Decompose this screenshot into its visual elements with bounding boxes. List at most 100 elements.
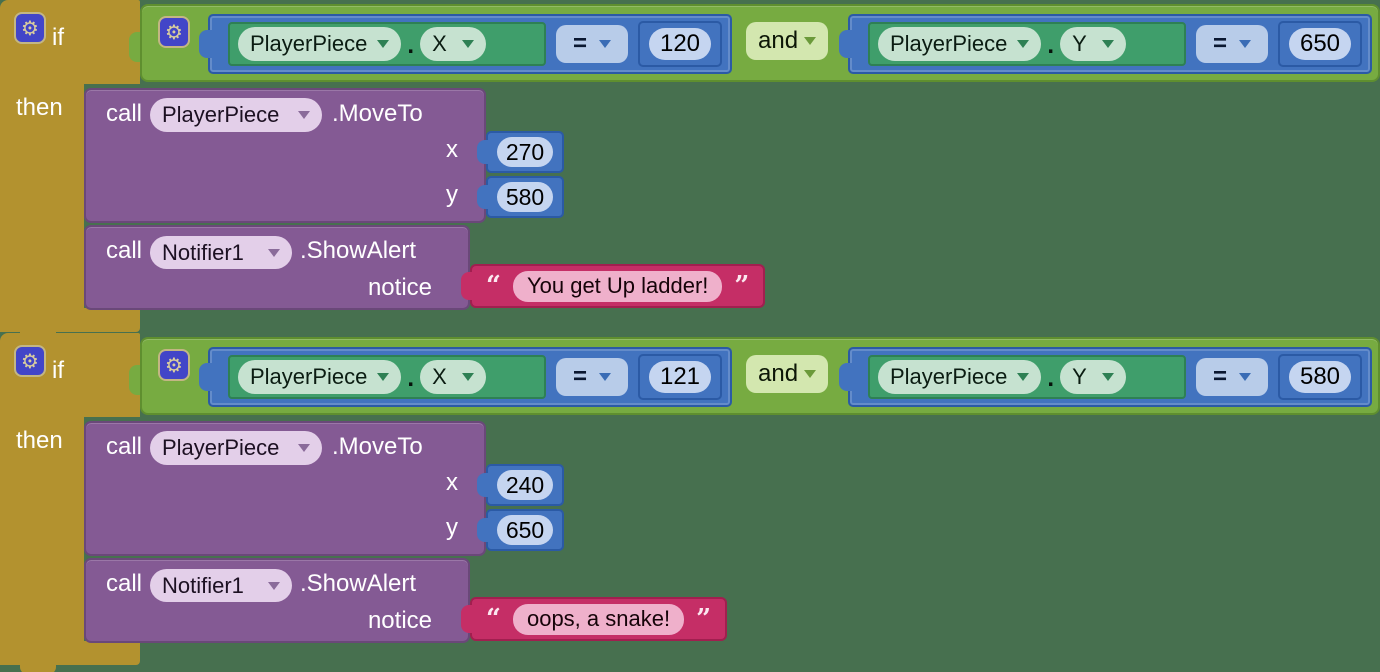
number-field[interactable]: 121	[649, 361, 711, 393]
property-name: X	[432, 31, 447, 56]
number-block[interactable]: 121	[638, 354, 722, 400]
component-property-getter[interactable]: PlayerPiece . Y	[868, 22, 1186, 66]
number-block[interactable]: 580	[477, 176, 564, 218]
property-separator: .	[1047, 365, 1055, 392]
number-block[interactable]: 650	[477, 509, 564, 551]
and-label: and	[758, 27, 799, 54]
operator-dropdown[interactable]: =	[1196, 25, 1268, 63]
number-field[interactable]: 580	[1289, 361, 1351, 393]
if-block-footer[interactable]	[84, 308, 140, 332]
moveto-call-block[interactable]: call PlayerPiece .MoveTo x y	[84, 421, 486, 556]
component-property-getter[interactable]: PlayerPiece . X	[228, 355, 546, 399]
property-separator: .	[407, 365, 415, 392]
connector-tab	[477, 185, 490, 209]
gear-icon[interactable]: ⚙	[158, 349, 190, 381]
number-field[interactable]: 120	[649, 28, 711, 60]
if-keyword: if	[52, 24, 64, 51]
property-dropdown[interactable]: X	[420, 360, 487, 394]
if-block-left-column[interactable]	[0, 415, 84, 665]
number-block[interactable]: 650	[1278, 21, 1362, 67]
chevron-down-icon	[1102, 373, 1115, 381]
gear-icon[interactable]: ⚙	[158, 16, 190, 48]
param-label-x: x	[446, 469, 458, 496]
component-dropdown[interactable]: PlayerPiece	[150, 431, 322, 465]
method-name: .MoveTo	[332, 100, 423, 127]
method-name: .ShowAlert	[300, 237, 417, 264]
equals-comparison-block[interactable]: PlayerPiece . Y = 580	[839, 347, 1372, 407]
component-dropdown[interactable]: PlayerPiece	[878, 360, 1042, 394]
gear-icon[interactable]: ⚙	[14, 345, 46, 377]
condition-plug	[129, 32, 143, 62]
component-name: PlayerPiece	[890, 31, 1008, 56]
equals-comparison-block[interactable]: PlayerPiece . Y = 650	[839, 14, 1372, 74]
close-quote: ”	[734, 271, 750, 301]
connector-tab	[477, 473, 490, 497]
component-dropdown[interactable]: PlayerPiece	[238, 27, 402, 61]
component-name: PlayerPiece	[162, 435, 280, 460]
gear-glyph: ⚙	[165, 353, 183, 377]
component-dropdown[interactable]: PlayerPiece	[150, 98, 322, 132]
moveto-call-block[interactable]: call PlayerPiece .MoveTo x y	[84, 88, 486, 223]
connector-tab	[199, 30, 212, 58]
if-block-footer[interactable]	[84, 641, 140, 665]
component-dropdown[interactable]: PlayerPiece	[878, 27, 1042, 61]
number-field[interactable]: 580	[497, 182, 553, 212]
param-label-x: x	[446, 136, 458, 163]
component-property-getter[interactable]: PlayerPiece . Y	[868, 355, 1186, 399]
gear-icon[interactable]: ⚙	[14, 12, 46, 44]
number-block[interactable]: 580	[1278, 354, 1362, 400]
if-block-group-2[interactable]: ⚙ if ⚙ PlayerPiece . X	[0, 333, 1380, 672]
operator-dropdown[interactable]: =	[556, 25, 628, 63]
chevron-down-icon	[377, 373, 390, 381]
operator-dropdown[interactable]: =	[556, 358, 628, 396]
and-logic-block[interactable]: ⚙ PlayerPiece . X =	[140, 4, 1380, 82]
and-logic-block[interactable]: ⚙ PlayerPiece . X =	[140, 337, 1380, 415]
number-field[interactable]: 650	[1289, 28, 1351, 60]
chevron-down-icon	[804, 370, 816, 378]
then-keyword: then	[16, 427, 63, 454]
property-dropdown[interactable]: Y	[1060, 27, 1127, 61]
number-block[interactable]: 240	[477, 464, 564, 506]
call-keyword: call	[106, 237, 143, 264]
equals-comparison-block[interactable]: PlayerPiece . X = 121	[199, 347, 732, 407]
number-block[interactable]: 120	[638, 21, 722, 67]
number-block[interactable]: 270	[477, 131, 564, 173]
showalert-call-block[interactable]: call Notifier1 .ShowAlert notice	[84, 225, 470, 310]
component-property-getter[interactable]: PlayerPiece . X	[228, 22, 546, 66]
chevron-down-icon	[1102, 40, 1115, 48]
property-separator: .	[407, 32, 415, 59]
param-label-notice: notice	[367, 607, 432, 634]
number-field[interactable]: 650	[497, 515, 553, 545]
chevron-down-icon	[1239, 373, 1251, 381]
string-field[interactable]: You get Up ladder!	[512, 270, 723, 302]
property-dropdown[interactable]: X	[420, 27, 487, 61]
component-dropdown[interactable]: Notifier1	[150, 236, 292, 269]
showalert-call-block[interactable]: call Notifier1 .ShowAlert notice	[84, 558, 470, 643]
component-name: Notifier1	[162, 572, 244, 598]
and-operator-dropdown[interactable]: and	[746, 22, 828, 60]
param-label-notice: notice	[367, 274, 432, 301]
param-label-y: y	[446, 181, 458, 208]
then-keyword: then	[16, 94, 63, 121]
equals-comparison-block[interactable]: PlayerPiece . X = 120	[199, 14, 732, 74]
if-block-left-column[interactable]	[0, 82, 84, 332]
component-dropdown[interactable]: PlayerPiece	[238, 360, 402, 394]
component-dropdown[interactable]: Notifier1	[150, 569, 292, 602]
call-keyword: call	[106, 570, 143, 597]
operator-dropdown[interactable]: =	[1196, 358, 1268, 396]
text-string-block[interactable]: “ You get Up ladder! ”	[461, 264, 766, 308]
if-keyword: if	[52, 357, 64, 384]
component-name: PlayerPiece	[250, 364, 368, 389]
number-field[interactable]: 240	[497, 470, 553, 500]
component-name: Notifier1	[162, 239, 244, 265]
string-field[interactable]: oops, a snake!	[512, 603, 685, 635]
if-block-group-1[interactable]: ⚙ if ⚙ PlayerPiece . X	[0, 0, 1380, 345]
and-operator-dropdown[interactable]: and	[746, 355, 828, 393]
text-string-block[interactable]: “ oops, a snake! ”	[461, 597, 728, 641]
param-label-y: y	[446, 514, 458, 541]
open-quote: “	[486, 271, 501, 301]
property-dropdown[interactable]: Y	[1060, 360, 1127, 394]
number-field[interactable]: 270	[497, 137, 553, 167]
chevron-down-icon	[298, 444, 310, 452]
connector-tab	[839, 30, 852, 58]
